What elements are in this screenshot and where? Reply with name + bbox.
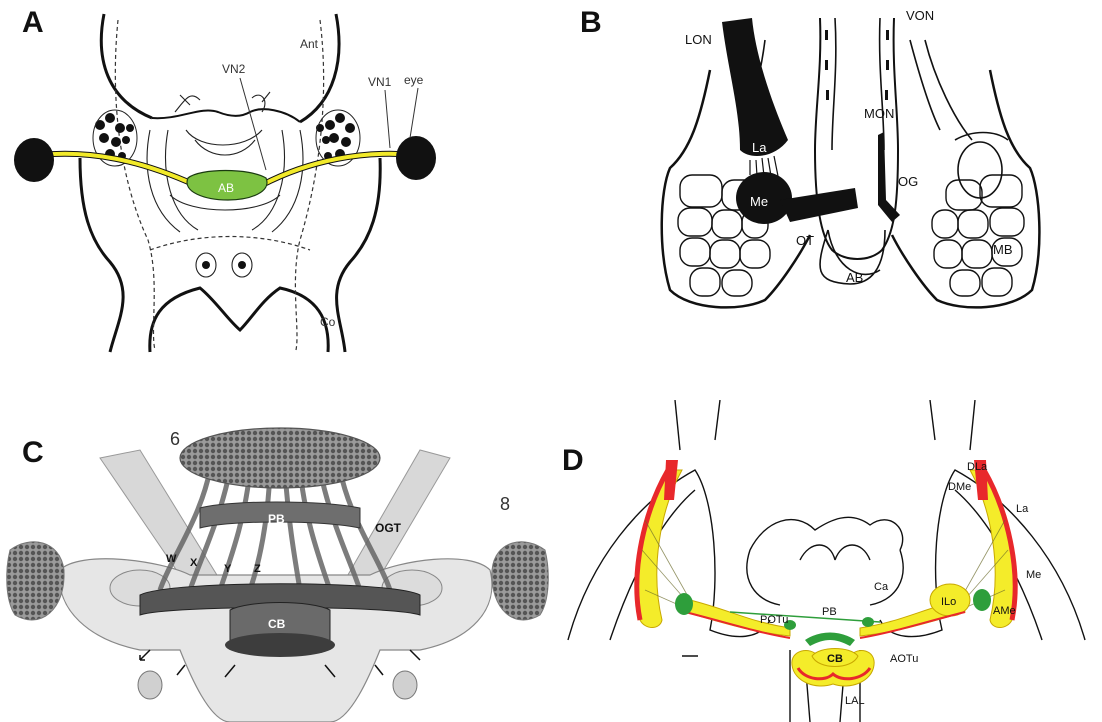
label-mon: MON: [864, 106, 894, 121]
label-vn2: VN2: [222, 62, 246, 76]
label-ab-b: AB: [846, 270, 863, 285]
label-me-d: Me: [1026, 569, 1041, 581]
dotted-neuropil-top: [180, 428, 380, 488]
lamina-black: [722, 18, 788, 156]
label-ll: LL: [480, 629, 494, 643]
panel-c-drawing: 6 8 PB OGT W X Y Z CB LL: [0, 400, 560, 722]
label-ilo: ILo: [941, 596, 956, 608]
label-ca: Ca: [874, 581, 889, 593]
label-la: La: [752, 140, 767, 155]
label-ab: AB: [218, 181, 234, 195]
label-cb-d: CB: [827, 653, 843, 665]
subesophageal-outline: [150, 288, 328, 352]
label-pb-d: PB: [822, 606, 837, 618]
label-8: 8: [500, 494, 510, 514]
label-vn1: VN1: [368, 75, 392, 89]
panel-a-diagram: AB Ant VN2 VN1 eye Co: [0, 0, 550, 360]
ame-right: [973, 589, 991, 611]
label-z: Z: [254, 563, 261, 575]
label-dme: DMe: [948, 481, 971, 493]
label-ot: OT: [796, 233, 814, 248]
ame-left: [675, 593, 693, 615]
label-lon: LON: [685, 32, 712, 47]
label-og: OG: [898, 174, 918, 189]
label-ogt: OGT: [375, 521, 402, 535]
label-la-d: La: [1016, 503, 1029, 515]
eye-right: [396, 136, 436, 180]
label-me: Me: [750, 194, 768, 209]
panel-b-label: B: [580, 6, 602, 40]
label-x: X: [190, 557, 198, 569]
label-potu: POTu: [760, 614, 788, 626]
label-ant: Ant: [300, 37, 319, 51]
label-dla: DLa: [967, 461, 988, 473]
label-von: VON: [906, 8, 934, 23]
label-eye: eye: [404, 73, 424, 87]
label-y: Y: [224, 563, 232, 575]
label-mb: MB: [993, 242, 1013, 257]
label-6: 6: [170, 429, 180, 449]
eye-left: [14, 138, 54, 182]
label-ame: AMe: [993, 605, 1016, 617]
label-co: Co: [320, 315, 336, 329]
pb-green: [805, 633, 855, 647]
panel-b-diagram: LON VON MON La Me OG OT MB AB: [600, 0, 1102, 330]
label-w: W: [166, 553, 177, 565]
panel-d-diagram: DLa DMe La Me AMe ILo Ca PB POTu CB AOTu…: [550, 400, 1102, 722]
label-cb-c: CB: [268, 617, 286, 631]
label-pb-c: PB: [268, 512, 285, 526]
brain-top-notch: [152, 109, 300, 122]
label-lal: LAL: [845, 695, 865, 707]
label-aotu: AOTu: [890, 653, 918, 665]
